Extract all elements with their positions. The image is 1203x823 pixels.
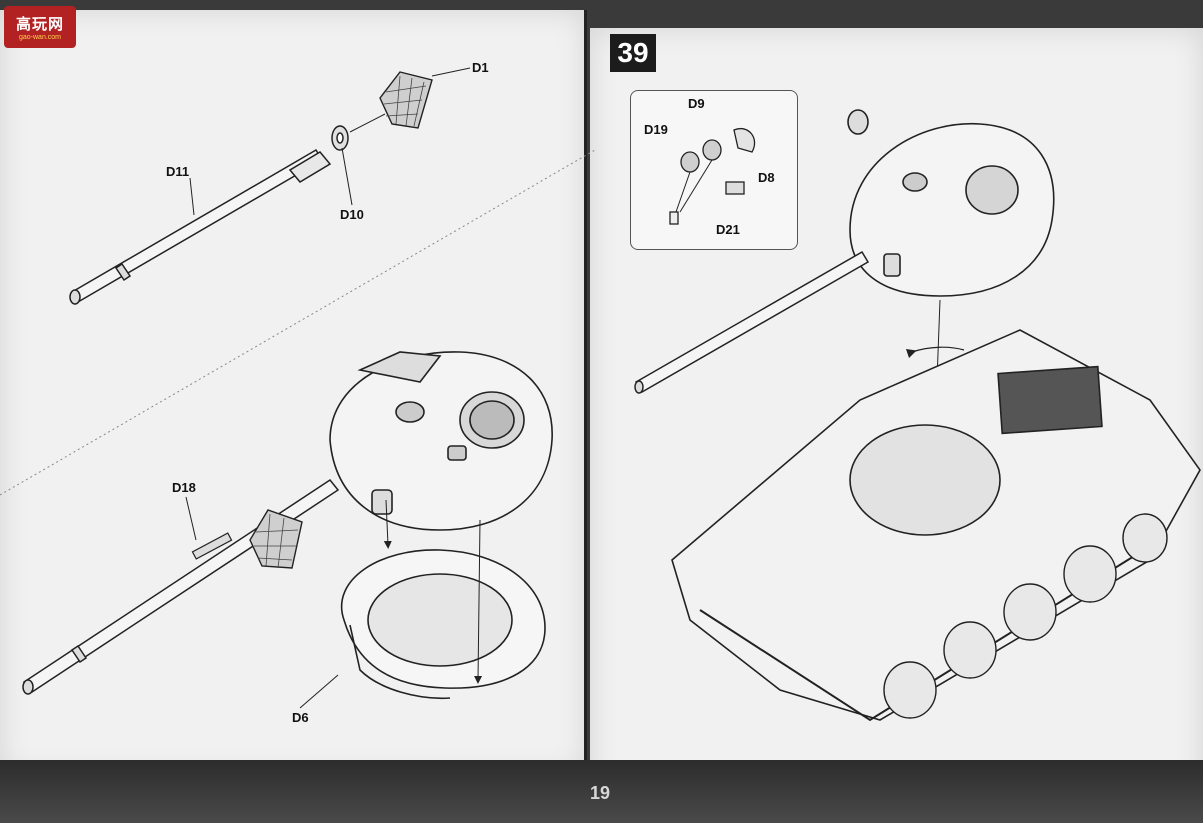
- label-d11: D11: [166, 164, 190, 179]
- label-d8: D8: [758, 170, 775, 185]
- turret-ring-d6: [341, 549, 546, 700]
- label-d6: D6: [292, 710, 309, 725]
- ring-d10: [331, 125, 349, 151]
- label-d10: D10: [340, 207, 364, 222]
- logo-url: gao-wan.com: [18, 34, 62, 41]
- label-d18: D18: [172, 480, 196, 495]
- page-gutter: [584, 10, 587, 780]
- bottom-bar: [0, 760, 1203, 823]
- label-d1: D1: [472, 60, 489, 75]
- detail-inset-box: [630, 90, 798, 250]
- label-d21: D21: [716, 222, 740, 237]
- inset-parts: [669, 127, 756, 225]
- barrel-d11: [69, 148, 332, 305]
- page-number: 19: [589, 783, 611, 803]
- barrel-lower: [22, 478, 340, 695]
- tank-hull: [671, 329, 1201, 722]
- mantlet-cover-installed: [249, 509, 303, 569]
- part-d18: [191, 532, 233, 560]
- turret-assembly: [329, 351, 553, 531]
- right-barrel: [634, 250, 870, 394]
- watermark-logo: 高玩网 gao-wan.com: [4, 6, 76, 48]
- label-d9: D9: [688, 96, 705, 111]
- step-number-badge: 39: [610, 34, 656, 72]
- label-d19: D19: [644, 122, 668, 137]
- right-turret: [847, 109, 1055, 297]
- logo-text: 高玩网: [15, 16, 64, 33]
- mantlet-cover-d1: [379, 71, 433, 129]
- road-wheels: [883, 513, 1168, 719]
